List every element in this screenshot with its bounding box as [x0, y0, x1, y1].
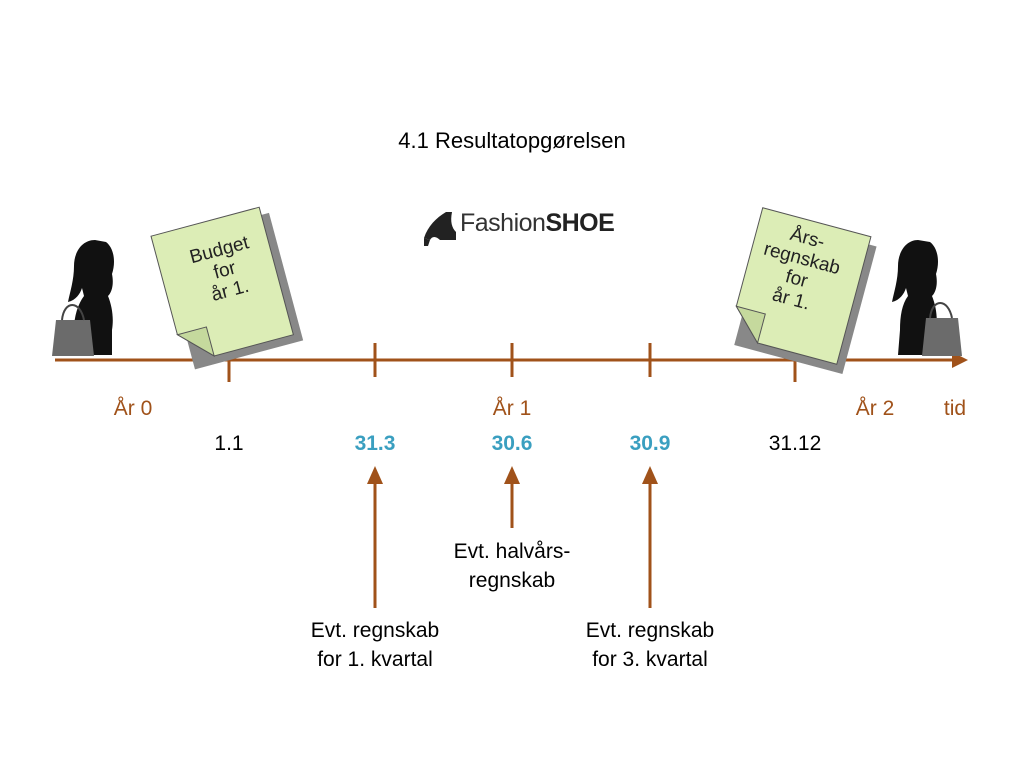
date-label-30-6: 30.6 — [491, 432, 533, 455]
arrow-q3-head — [642, 466, 658, 484]
woman-silhouette-right-icon — [892, 240, 962, 356]
note-half-line-1: Evt. halvårs- — [453, 540, 571, 563]
date-label-1-1: 1.1 — [214, 432, 244, 455]
year-label-1: År 1 — [492, 397, 532, 420]
logo-text-light: Fashion — [460, 209, 546, 237]
date-label-31-3: 31.3 — [354, 432, 396, 455]
year-label-0: År 0 — [113, 397, 153, 420]
note-q3-line-2: for 3. kvartal — [592, 648, 708, 672]
axis-label-tid: tid — [943, 397, 967, 420]
note-q1-line-1: Evt. regnskab — [310, 619, 440, 642]
arrow-q1-head — [367, 466, 383, 484]
note-half-line-2: regnskab — [468, 569, 556, 593]
note-q1: Evt. regnskab for 1. kvartal — [311, 616, 439, 675]
woman-silhouette-left-icon — [52, 240, 114, 356]
high-heel-shoe-icon — [424, 212, 456, 246]
date-label-30-9: 30.9 — [629, 432, 671, 455]
logo-text-bold: SHOE — [545, 209, 615, 237]
budget-document — [150, 206, 304, 370]
arrow-half-head — [504, 466, 520, 484]
note-q3-line-1: Evt. regnskab — [585, 619, 715, 642]
annual-report-document — [734, 207, 877, 375]
page-title: 4.1 Resultatopgørelsen — [398, 128, 626, 153]
note-q1-line-2: for 1. kvartal — [317, 648, 433, 672]
note-q3: Evt. regnskab for 3. kvartal — [586, 616, 714, 675]
brand-logo: FashionSHOE — [460, 209, 615, 238]
note-half-year: Evt. halvårs- regnskab — [454, 537, 571, 596]
year-label-2: År 2 — [855, 397, 895, 420]
date-label-31-12: 31.12 — [768, 432, 822, 455]
